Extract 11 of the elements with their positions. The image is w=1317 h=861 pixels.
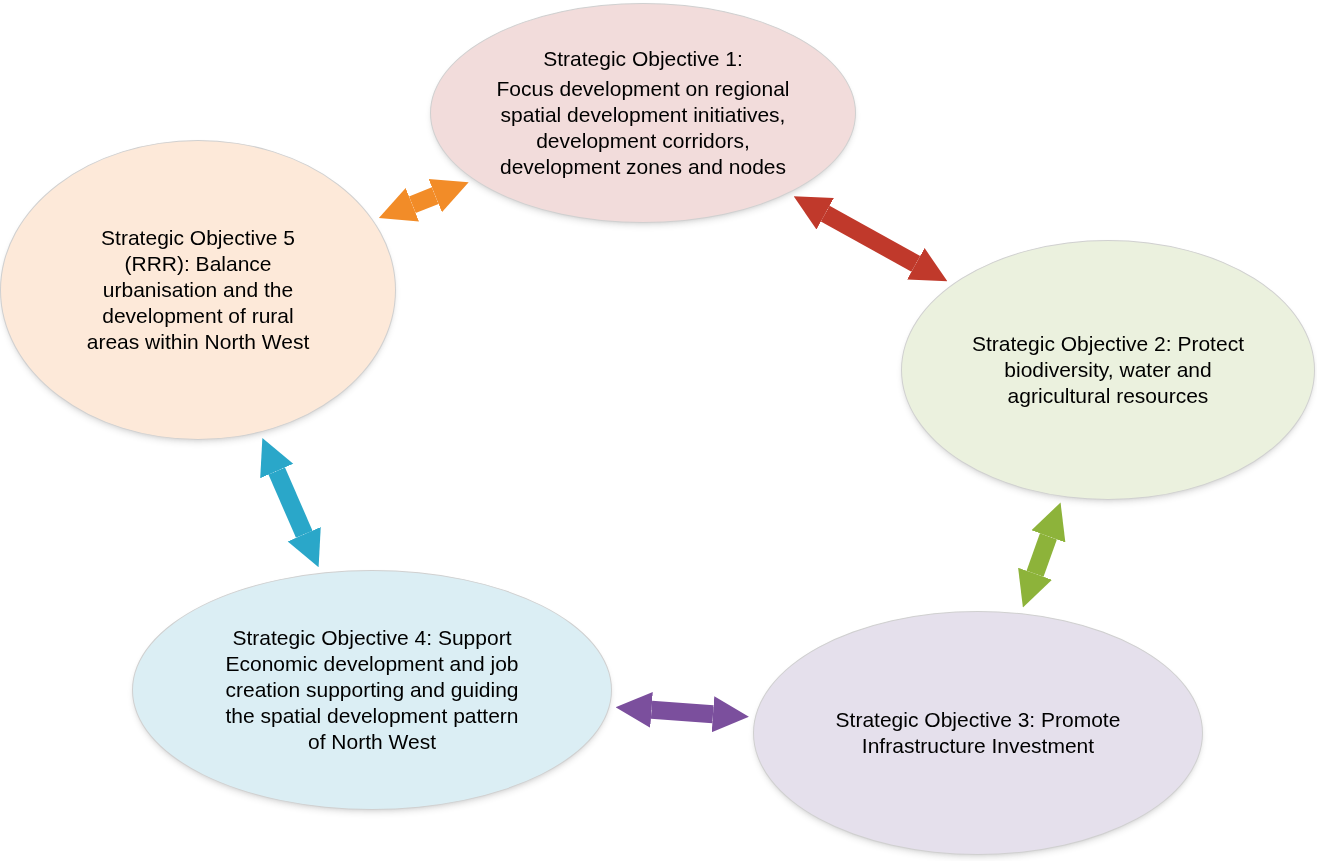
objective-text: Strategic Objective 4: Support Economic development and job creation supporting and guiding the spatial development pattern of North West — [224, 625, 520, 755]
double-arrow — [260, 437, 321, 568]
objective-text: Strategic Objective 3: Promote Infrastructure Investment — [834, 707, 1122, 759]
double-arrow — [378, 178, 469, 222]
double-arrow — [1018, 502, 1066, 608]
objective-text: Focus development on regional spatial development initiatives, development corridors, development zones and nodes — [495, 76, 791, 180]
objective-text: Strategic Objective 5 (RRR): Balance urbanisation and the development of rural areas within North West — [85, 225, 311, 355]
objective-text: Strategic Objective 2: Protect biodiversity, water and agricultural resources — [971, 331, 1245, 409]
double-arrow — [615, 691, 749, 733]
double-arrow — [793, 196, 948, 282]
objective-heading: Strategic Objective 1: — [543, 46, 743, 72]
